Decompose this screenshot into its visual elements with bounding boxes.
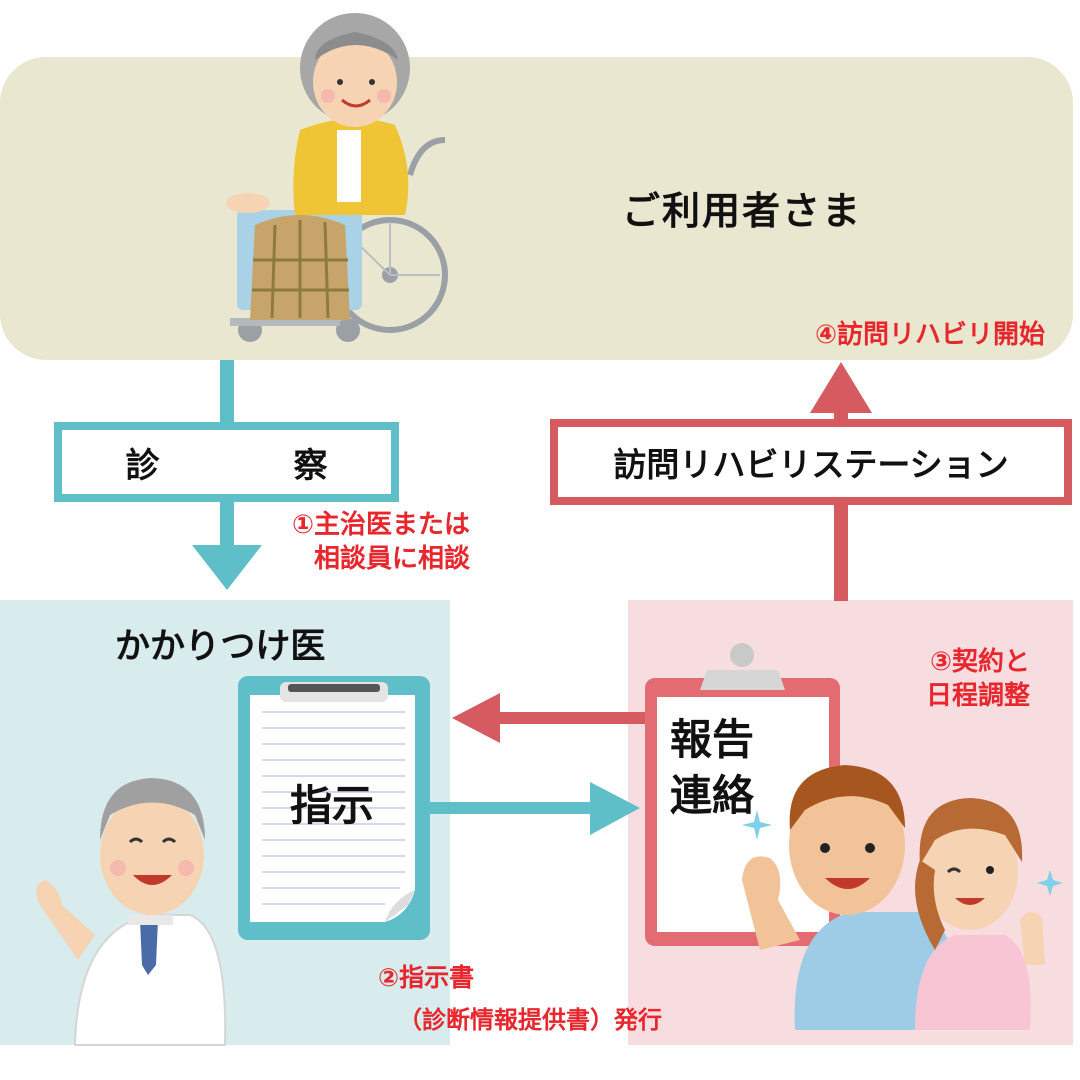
wheelchair-user-illustration: [226, 13, 448, 342]
report-clipboard: [645, 643, 840, 946]
step2-line1: ②指示書: [378, 963, 475, 992]
instruction-clipboard: [238, 676, 430, 940]
step4-note: ④訪問リハビリ開始: [815, 320, 1046, 350]
report-label: 報告: [670, 715, 755, 764]
contact-label: 連絡: [670, 771, 755, 820]
red-left-arrow: [452, 693, 652, 743]
doctor-illustration: [36, 778, 227, 1046]
step3-note: ③契約と 日程調整: [850, 645, 1030, 713]
shinsatsu-box: 診 察: [54, 422, 399, 502]
step3-line2: 日程調整: [925, 681, 1030, 711]
step1-line2: 相談員に相談: [313, 544, 470, 574]
red-up-arrow: [810, 362, 872, 601]
user-panel: [0, 57, 1073, 360]
user-panel-title: ご利用者さま: [622, 189, 863, 233]
rehab-station-box: 訪問リハビリステーション: [550, 419, 1072, 505]
step2-line2: （診断情報提供書）発行: [398, 1006, 662, 1034]
step1-line1: ①主治医または: [291, 510, 470, 540]
step3-line1: ③契約と: [929, 647, 1030, 677]
doctor-panel-title: かかりつけ医: [115, 627, 326, 667]
teal-flow-arrow: [192, 360, 262, 590]
instruction-label: 指示: [290, 781, 375, 830]
therapists-illustration: [742, 765, 1063, 1030]
step1-note: ①主治医または 相談員に相談: [270, 508, 470, 576]
teal-right-arrow: [425, 782, 640, 835]
